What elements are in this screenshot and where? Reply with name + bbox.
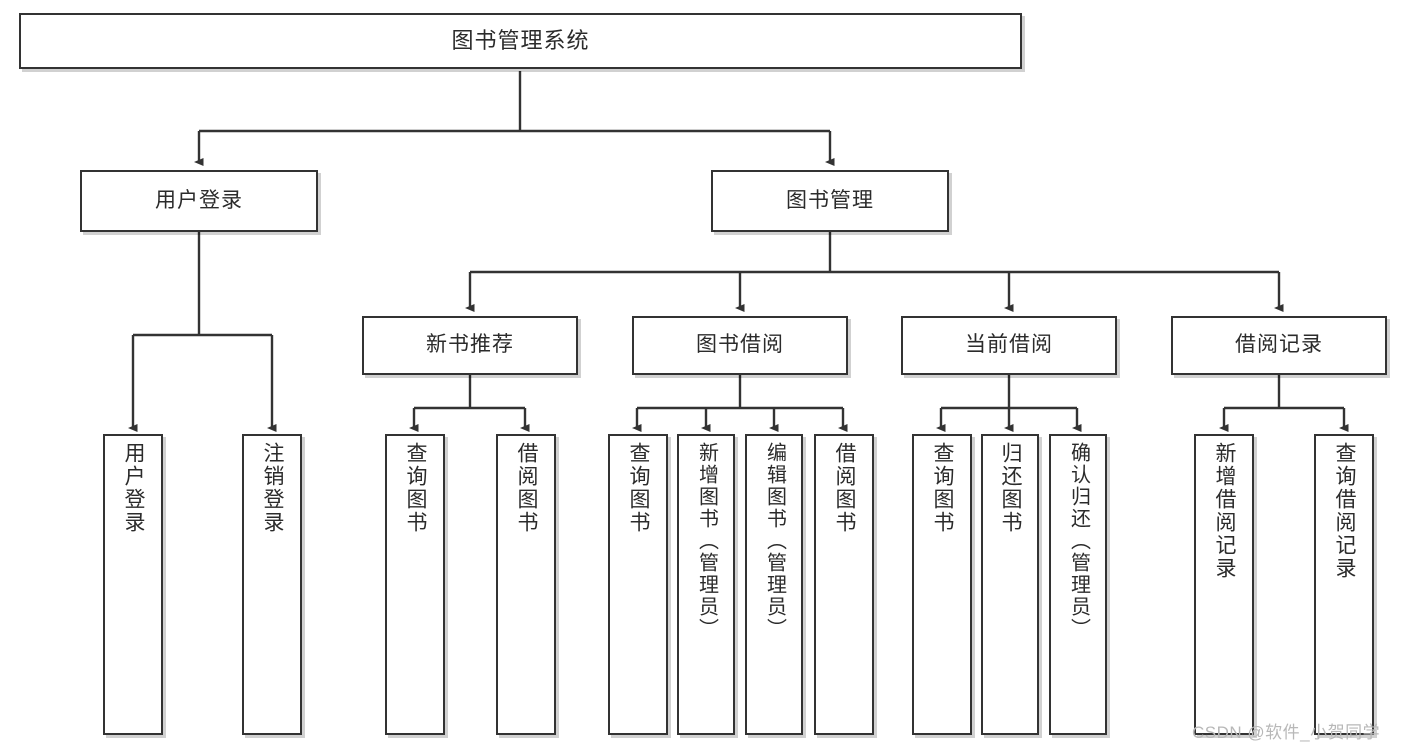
node-label: 确认归还（管理员） (1067, 442, 1090, 640)
node-label: 图书管理 (786, 188, 874, 212)
leaf-new-book-borrow[interactable]: 借阅图书 (496, 434, 556, 735)
node-label: 查询图书 (627, 442, 651, 534)
node-borrow-record[interactable]: 借阅记录 (1171, 316, 1387, 375)
node-user-login[interactable]: 用户登录 (80, 170, 318, 232)
node-label: 新书推荐 (426, 333, 514, 357)
node-label: 当前借阅 (965, 333, 1053, 357)
leaf-book-borrow-query[interactable]: 查询图书 (608, 434, 668, 735)
node-label: 用户登录 (122, 442, 146, 534)
node-book-borrow[interactable]: 图书借阅 (632, 316, 848, 375)
node-label: 归还图书 (999, 442, 1023, 534)
leaf-borrow-record-query[interactable]: 查询借阅记录 (1314, 434, 1374, 735)
node-root-system[interactable]: 图书管理系统 (19, 13, 1022, 69)
leaf-book-borrow-borrow[interactable]: 借阅图书 (814, 434, 874, 735)
node-label: 查询图书 (931, 442, 955, 534)
node-book-management[interactable]: 图书管理 (711, 170, 949, 232)
node-label: 借阅图书 (833, 442, 857, 534)
node-current-borrow[interactable]: 当前借阅 (901, 316, 1117, 375)
node-label: 借阅图书 (515, 442, 539, 534)
node-label: 编辑图书（管理员） (763, 442, 786, 640)
watermark-text: CSDN @软件_小贺同学 (1192, 723, 1381, 742)
node-label: 图书借阅 (696, 333, 784, 357)
leaf-current-borrow-confirm-return[interactable]: 确认归还（管理员） (1049, 434, 1107, 735)
leaf-book-borrow-edit[interactable]: 编辑图书（管理员） (745, 434, 803, 735)
node-label: 注销登录 (261, 442, 285, 534)
leaf-book-borrow-add[interactable]: 新增图书（管理员） (677, 434, 735, 735)
node-label: 用户登录 (155, 188, 243, 212)
node-label: 查询借阅记录 (1333, 442, 1357, 580)
node-label: 查询图书 (404, 442, 428, 534)
node-label: 新增图书（管理员） (695, 442, 718, 640)
node-label: 借阅记录 (1235, 333, 1323, 357)
leaf-current-borrow-query[interactable]: 查询图书 (912, 434, 972, 735)
leaf-user-login-signin[interactable]: 用户登录 (103, 434, 163, 735)
leaf-current-borrow-return[interactable]: 归还图书 (981, 434, 1039, 735)
leaf-user-login-signout[interactable]: 注销登录 (242, 434, 302, 735)
leaf-new-book-query[interactable]: 查询图书 (385, 434, 445, 735)
leaf-borrow-record-add[interactable]: 新增借阅记录 (1194, 434, 1254, 735)
node-label: 新增借阅记录 (1213, 442, 1237, 580)
node-new-book-recommend[interactable]: 新书推荐 (362, 316, 578, 375)
node-label: 图书管理系统 (451, 28, 590, 54)
